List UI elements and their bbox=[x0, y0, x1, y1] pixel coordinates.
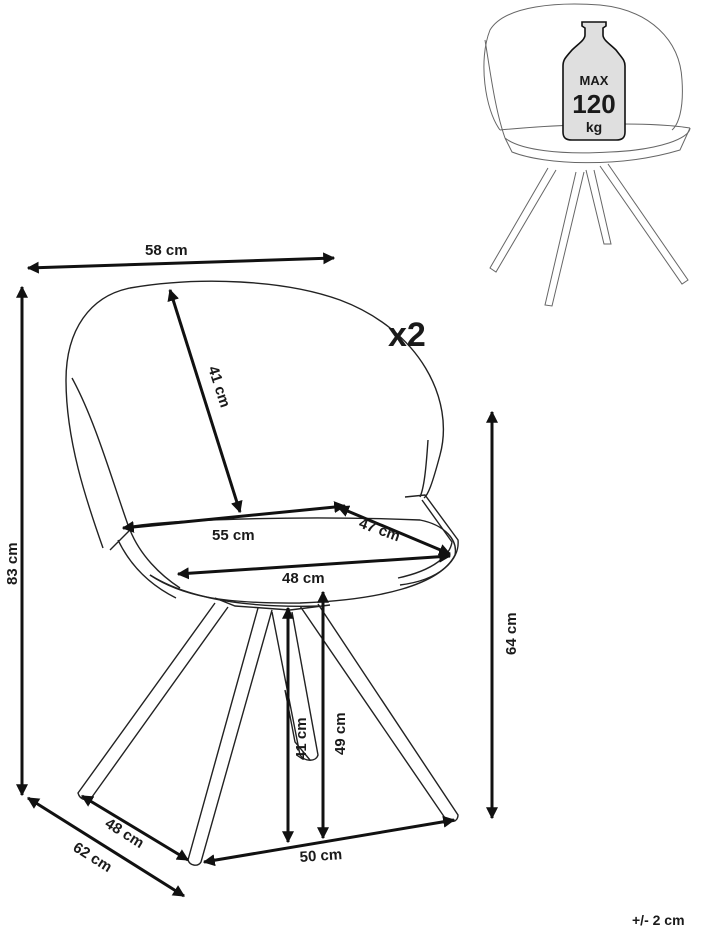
max-load-badge: MAX 120 kg bbox=[562, 21, 626, 141]
dimension-arrows bbox=[15, 252, 498, 898]
max-load-line1: MAX bbox=[580, 73, 609, 88]
chair-legs bbox=[77, 602, 459, 866]
label-seat-height: 49 cm bbox=[332, 712, 349, 755]
quantity-label: x2 bbox=[388, 316, 426, 354]
armrest-left bbox=[109, 528, 181, 589]
label-armrest-height: 64 cm bbox=[503, 612, 520, 655]
chair-drawing bbox=[65, 280, 459, 866]
max-load-line3: kg bbox=[586, 119, 602, 135]
armrest-right bbox=[399, 494, 459, 586]
backrest-outline bbox=[65, 280, 445, 549]
label-seat-width: 55 cm bbox=[212, 527, 255, 544]
label-seat-depth: 48 cm bbox=[282, 570, 325, 587]
tolerance-note: +/- 2 cm bbox=[632, 912, 685, 928]
label-total-height: 83 cm bbox=[4, 542, 21, 585]
seat-cushion bbox=[123, 517, 457, 604]
max-load-line2: 120 bbox=[572, 89, 615, 119]
label-base-depth: 62 cm bbox=[70, 839, 115, 876]
label-base-width: 50 cm bbox=[299, 846, 343, 866]
label-leg-height: 41 cm bbox=[293, 717, 310, 760]
max-load-thumbnail: MAX 120 kg bbox=[483, 3, 691, 307]
label-backrest: 41 cm bbox=[204, 364, 233, 410]
backrest-inner bbox=[71, 377, 129, 526]
label-width-top: 58 cm bbox=[145, 242, 188, 259]
weight-bottle-icon bbox=[562, 21, 626, 141]
